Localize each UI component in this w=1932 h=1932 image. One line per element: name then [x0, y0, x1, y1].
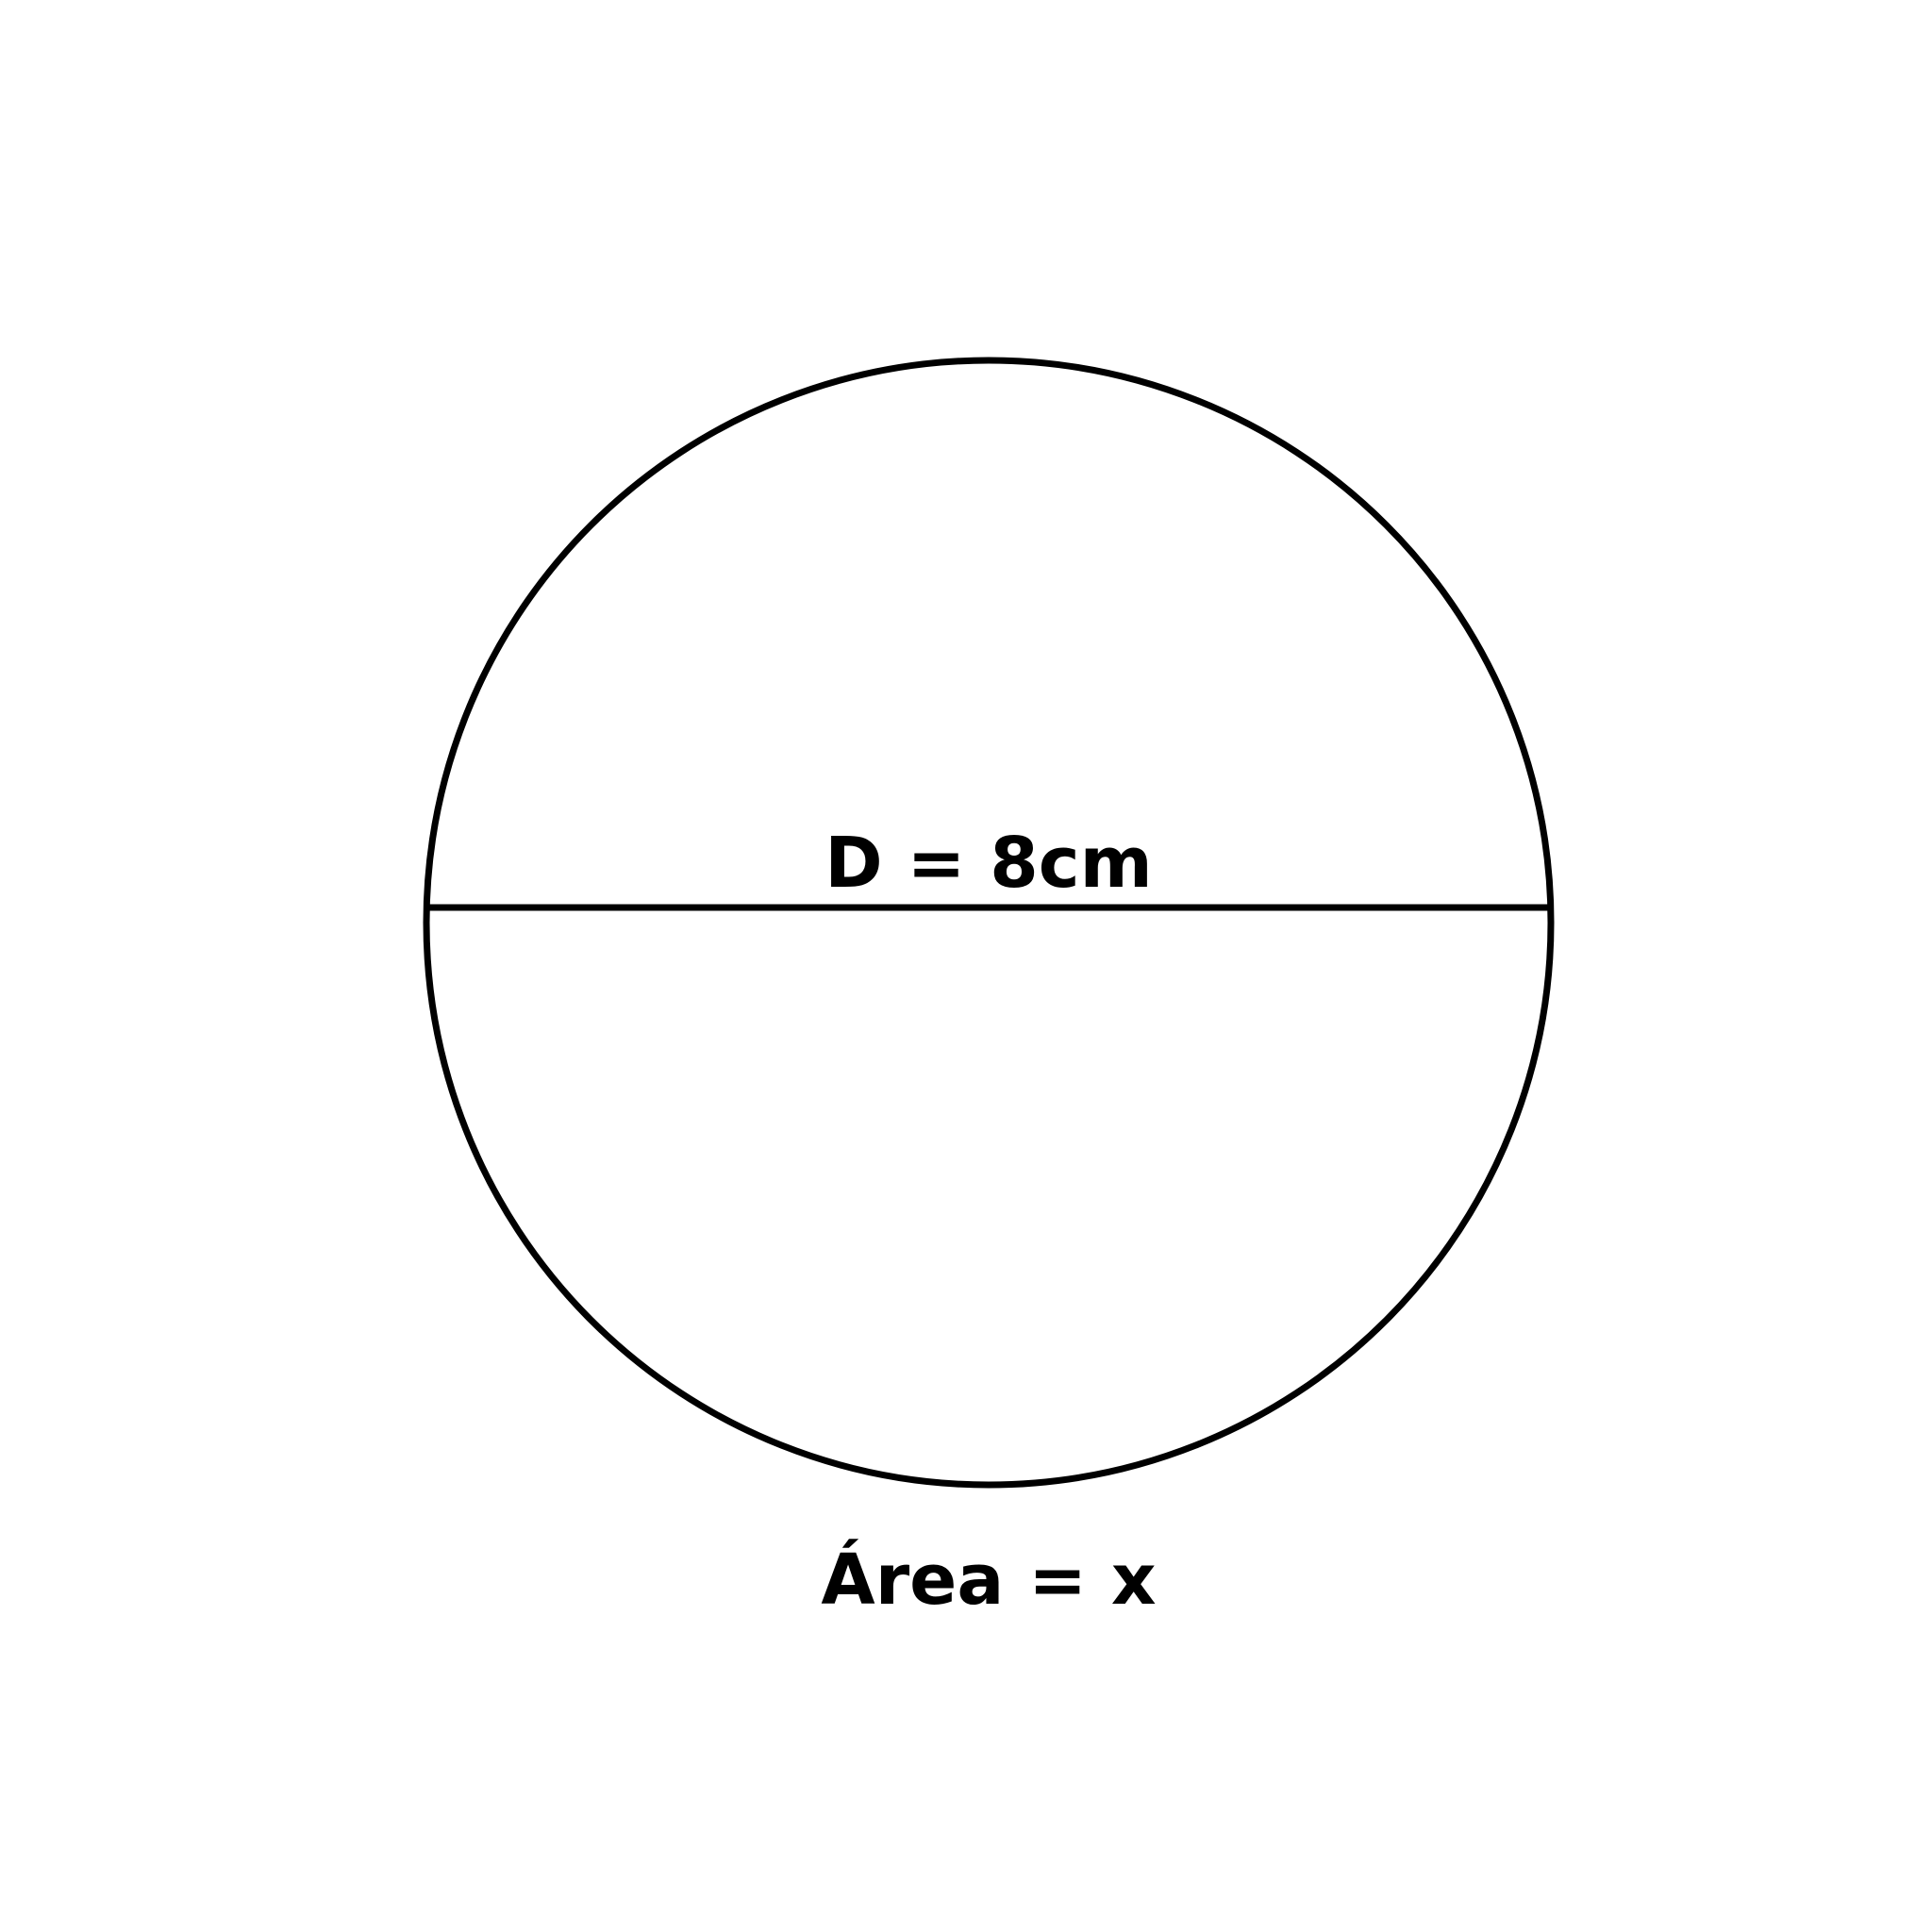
- diameter-label: D = 8cm: [824, 823, 1152, 904]
- circle-outline: [423, 357, 1555, 1489]
- area-label: Área = x: [821, 1538, 1156, 1621]
